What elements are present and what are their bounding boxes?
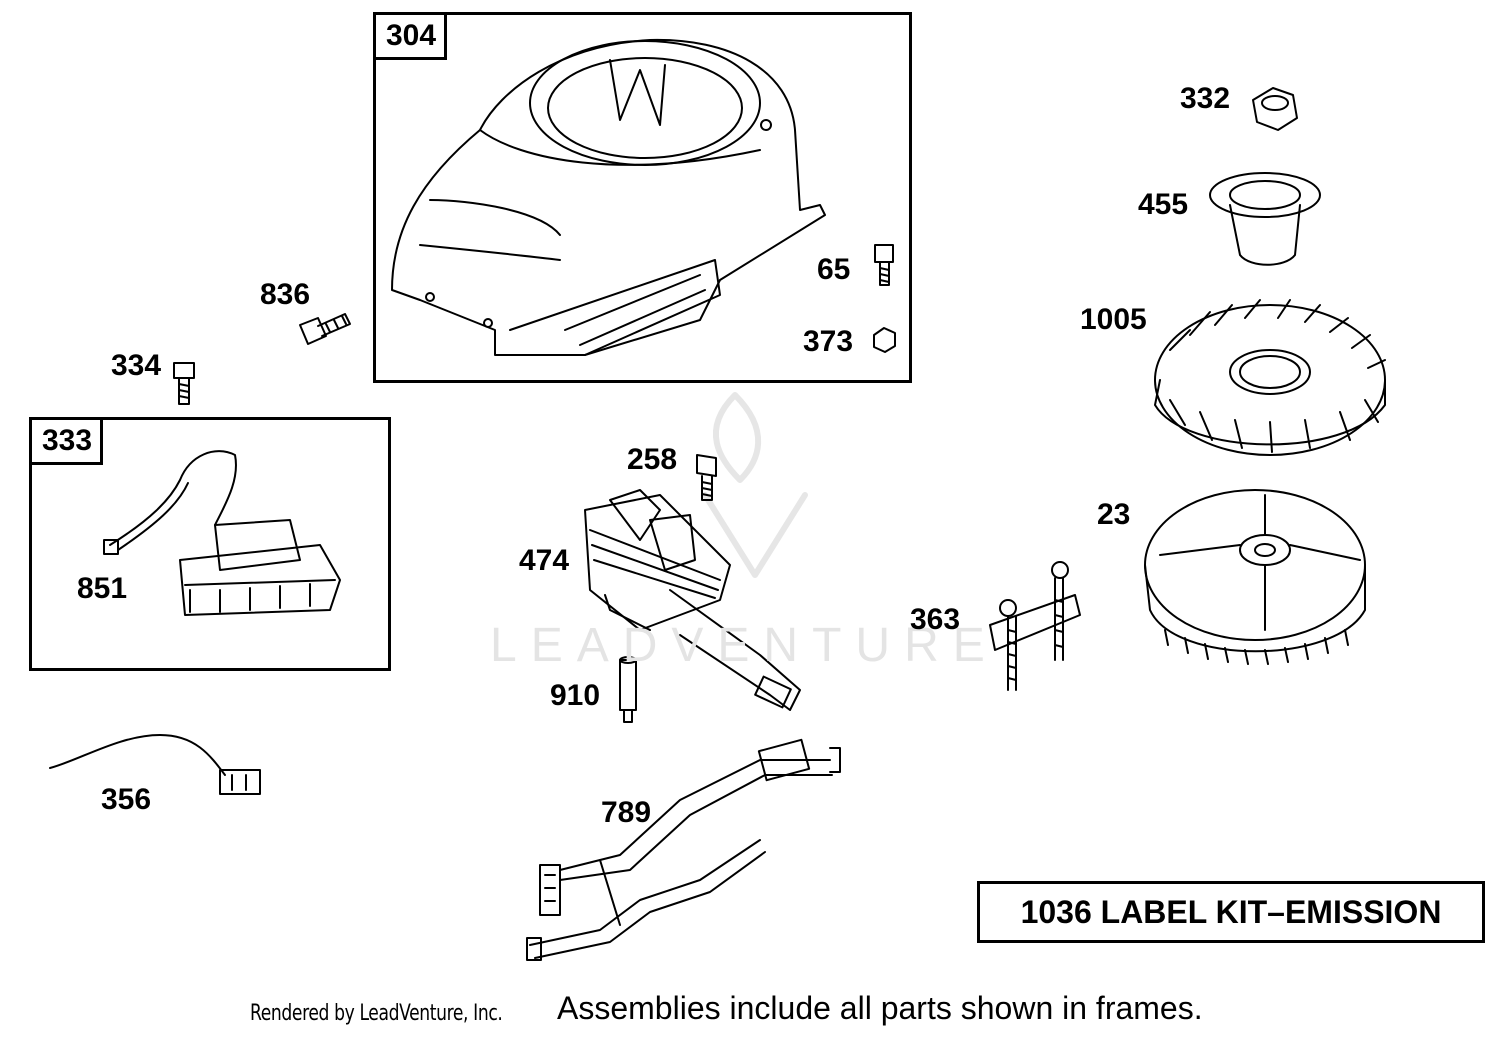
part-label-23: 23 bbox=[1097, 498, 1131, 531]
spacer-910-drawing bbox=[619, 656, 637, 723]
frame-blower-housing: 304 bbox=[373, 12, 912, 383]
armature-333-drawing bbox=[103, 450, 341, 616]
part-label-363: 363 bbox=[910, 603, 961, 636]
part-label-258: 258 bbox=[627, 443, 678, 476]
bolt-258-drawing bbox=[696, 454, 717, 501]
blower-housing-drawing bbox=[391, 38, 826, 356]
part-label-789: 789 bbox=[601, 796, 652, 829]
watermark-brand: LEADVENTURE bbox=[490, 619, 999, 672]
bracket-363-drawing bbox=[989, 561, 1081, 691]
watermark-logo bbox=[702, 392, 808, 578]
frame-ignition-armature: 333 bbox=[29, 417, 391, 671]
wire-356-drawing bbox=[49, 734, 261, 795]
part-label-65: 65 bbox=[817, 253, 851, 286]
flywheel-23-drawing bbox=[1144, 489, 1366, 665]
part-label-373: 373 bbox=[803, 325, 854, 358]
assembly-note: Assemblies include all parts shown in fr… bbox=[557, 990, 1203, 1026]
part-label-455: 455 bbox=[1138, 188, 1189, 221]
coil-474-drawing bbox=[584, 489, 801, 711]
part-label-474: 474 bbox=[519, 544, 570, 577]
nut-332-drawing bbox=[1252, 87, 1298, 131]
part-label-910: 910 bbox=[550, 679, 601, 712]
label-kit-box: 1036 LABEL KIT–EMISSION bbox=[977, 881, 1485, 943]
nut-373-drawing bbox=[873, 327, 896, 353]
cup-455-drawing bbox=[1209, 172, 1321, 266]
part-label-1005: 1005 bbox=[1080, 303, 1147, 336]
part-label-334: 334 bbox=[111, 349, 162, 382]
frame-304-tag: 304 bbox=[373, 12, 448, 60]
render-credit: Rendered by LeadVenture, Inc. bbox=[250, 1001, 503, 1026]
part-label-332: 332 bbox=[1180, 82, 1231, 115]
fan-1005-drawing bbox=[1154, 299, 1386, 456]
part-label-356: 356 bbox=[101, 783, 152, 816]
part-label-836: 836 bbox=[260, 278, 311, 311]
harness-789-drawing bbox=[526, 738, 841, 961]
frame-333-tag: 333 bbox=[29, 417, 104, 465]
part-label-851: 851 bbox=[77, 572, 128, 605]
bolt-334-drawing bbox=[173, 362, 195, 405]
bolt-65-drawing bbox=[874, 244, 894, 286]
bolt-836-drawing bbox=[299, 313, 351, 345]
